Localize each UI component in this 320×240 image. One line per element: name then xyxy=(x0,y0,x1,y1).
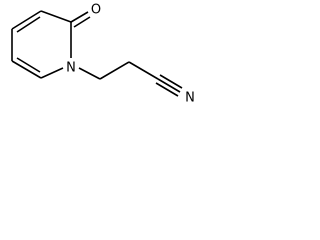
bond-triple-2 xyxy=(159,74,183,89)
bond-n1-ca xyxy=(78,67,101,80)
bond-triple-3 xyxy=(155,82,179,97)
bond-ca-cb xyxy=(99,61,130,80)
bond-c2-o xyxy=(70,11,89,23)
carbonyl-group xyxy=(70,11,91,28)
bond-c3-c4 xyxy=(11,10,42,30)
ring-nitrogen-label: N xyxy=(66,61,76,76)
propanenitrile-chain xyxy=(78,61,183,97)
pyridinone-ring xyxy=(11,10,72,79)
bond-c5-c6 xyxy=(11,60,42,79)
bond-c6-n1 xyxy=(40,67,64,79)
chemical-structure-diagram: O N N xyxy=(11,3,195,106)
bond-c2-o-second xyxy=(73,16,91,28)
bond-c5-c6-inner xyxy=(16,57,41,73)
bond-cb-cn xyxy=(128,61,159,80)
oxygen-label: O xyxy=(91,3,101,18)
bond-triple-1 xyxy=(157,78,181,93)
bond-c2-c3 xyxy=(40,10,72,23)
nitrile-nitrogen-label: N xyxy=(185,91,195,106)
bond-c3-c4-inner xyxy=(16,16,41,33)
